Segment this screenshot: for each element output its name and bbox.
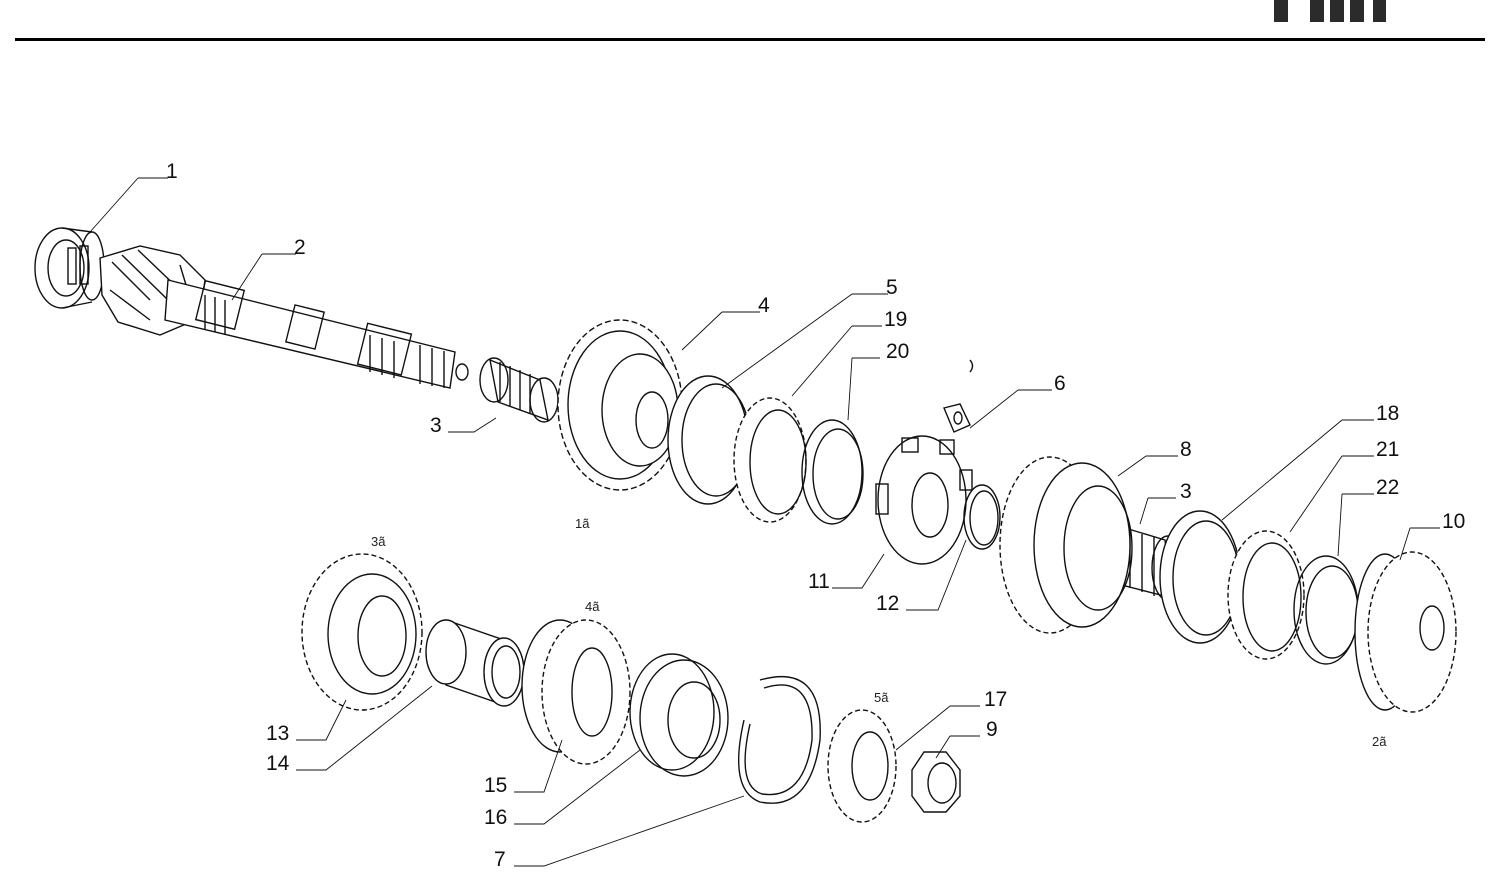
callout-21: 21: [1376, 438, 1399, 461]
part-9-nut: [911, 751, 961, 813]
callout-18: 18: [1376, 402, 1399, 425]
part-7-snap-ring: [738, 675, 821, 804]
part-11-synchro-hub: [875, 435, 973, 565]
callout-4: 4: [758, 294, 770, 317]
part-8-gear: [999, 456, 1133, 634]
callout-14: 14: [266, 752, 290, 775]
callout-9: 9: [986, 718, 998, 741]
header-rule: [15, 38, 1485, 41]
callout-7: 7: [494, 848, 506, 871]
gear-label-first: 1ã: [575, 516, 590, 531]
callout-3a: 3: [430, 414, 442, 437]
callout-6: 6: [1054, 372, 1066, 395]
part-16-ball-bearing: [629, 653, 729, 777]
callout-22: 22: [1376, 476, 1399, 499]
part-5-synchro-ring: [667, 375, 751, 505]
part-3-needle-bearing-a: [479, 357, 559, 423]
part-6-plate: [943, 359, 974, 433]
part-2-shaft: [99, 245, 469, 389]
callout-2: 2: [294, 236, 306, 259]
callout-20: 20: [886, 340, 909, 363]
gear-label-third: 3ã: [371, 534, 386, 549]
part-4-first-gear: [557, 319, 683, 491]
callout-11: 11: [808, 570, 830, 593]
callout-8: 8: [1180, 438, 1192, 461]
part-12-circlip: [963, 484, 1001, 550]
callout-12: 12: [876, 592, 899, 615]
part-20-ring: [801, 419, 864, 525]
callout-16: 16: [484, 806, 507, 829]
fiat-logo: [1274, 0, 1386, 22]
part-13-third-gear: [301, 553, 423, 711]
callout-5: 5: [886, 276, 898, 299]
callout-13: 13: [266, 722, 289, 745]
part-14-bushing: [425, 619, 525, 707]
part-22-ring: [1293, 555, 1359, 665]
callout-15: 15: [484, 774, 507, 797]
part-15-fourth-gear: [521, 619, 631, 765]
gear-label-fifth: 5ã: [874, 690, 889, 705]
callout-3b: 3: [1180, 480, 1192, 503]
callout-19: 19: [884, 308, 907, 331]
callout-17: 17: [984, 688, 1007, 711]
gear-label-second: 2ã: [1372, 734, 1387, 749]
part-19-toothed-ring: [733, 397, 807, 523]
callout-labels: 1 2 3 4 5 19 20 6 8 3 18 21 22 10 11 12 …: [166, 160, 1465, 871]
part-18-synchro-ring: [1159, 510, 1241, 644]
leader-lines: [89, 177, 1440, 867]
callout-10: 10: [1442, 510, 1465, 533]
part-10-second-gear: [1354, 551, 1457, 713]
part-21-toothed-ring: [1227, 530, 1305, 660]
gear-label-fourth: 4ã: [585, 599, 600, 614]
callout-1: 1: [166, 160, 178, 183]
part-17-fifth-gear: [827, 709, 897, 823]
part-1-bearing: [34, 227, 105, 309]
gear-labels: 1ã 2ã 3ã 4ã 5ã: [371, 516, 1387, 749]
